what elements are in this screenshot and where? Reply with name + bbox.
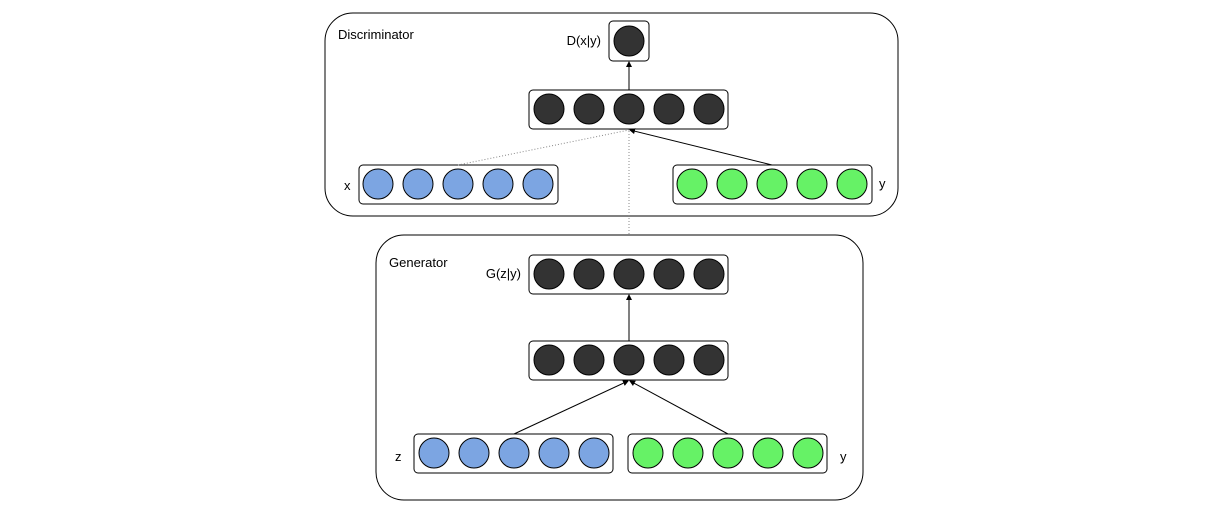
- generator-output-node: [573, 258, 605, 290]
- generator-output-node: [533, 258, 565, 290]
- generator-z-input-layer: [418, 437, 610, 469]
- discriminator-hidden-node: [533, 93, 565, 125]
- discriminator-x-node: [522, 168, 554, 200]
- generator-z-node: [498, 437, 530, 469]
- discriminator-hidden-node: [653, 93, 685, 125]
- discriminator-y-node: [836, 168, 868, 200]
- discriminator-x-node: [402, 168, 434, 200]
- generator-y-node: [672, 437, 704, 469]
- generator-hidden-layer: [533, 344, 725, 376]
- generator-title: Generator: [389, 255, 448, 270]
- discriminator-x-node: [362, 168, 394, 200]
- discriminator-x-label: x: [344, 178, 351, 193]
- discriminator-output-label: D(x|y): [567, 33, 601, 48]
- discriminator-y-node: [716, 168, 748, 200]
- generator-output-label: G(z|y): [486, 266, 521, 281]
- generator-z-node: [458, 437, 490, 469]
- generator-y-node: [792, 437, 824, 469]
- generator-y-label: y: [840, 449, 847, 464]
- generator-z-node: [578, 437, 610, 469]
- discriminator-x-node: [482, 168, 514, 200]
- discriminator-y-to-hidden-arrow: [629, 128, 773, 166]
- generator-hidden-node: [533, 344, 565, 376]
- generator-output-node: [693, 258, 725, 290]
- generator-y-node: [632, 437, 664, 469]
- discriminator-hidden-node: [573, 93, 605, 125]
- discriminator-output-node: [613, 25, 645, 57]
- generator-y-node: [712, 437, 744, 469]
- discriminator-hidden-node: [613, 93, 645, 125]
- discriminator-panel: Discriminator D(x|y) x: [324, 12, 899, 217]
- generator-panel: Generator G(z|y) z: [375, 234, 864, 501]
- generator-hidden-node: [693, 344, 725, 376]
- discriminator-y-input-layer: [676, 168, 868, 200]
- generator-z-to-hidden-arrow: [513, 380, 629, 435]
- generator-hidden-node: [573, 344, 605, 376]
- discriminator-hidden-node: [693, 93, 725, 125]
- generator-output-layer: [533, 258, 725, 290]
- generator-y-to-hidden-arrow: [629, 380, 729, 435]
- generator-y-node: [752, 437, 784, 469]
- generator-y-input-layer: [632, 437, 824, 469]
- discriminator-x-input-layer: [362, 168, 554, 200]
- generator-z-label: z: [395, 449, 402, 464]
- generator-hidden-node: [653, 344, 685, 376]
- generator-hidden-node: [613, 344, 645, 376]
- discriminator-hidden-layer: [533, 93, 725, 125]
- discriminator-y-node: [796, 168, 828, 200]
- generator-z-node: [538, 437, 570, 469]
- discriminator-y-node: [676, 168, 708, 200]
- discriminator-y-node: [756, 168, 788, 200]
- generator-output-node: [613, 258, 645, 290]
- discriminator-x-to-hidden-dotted-line: [457, 129, 630, 166]
- discriminator-x-node: [442, 168, 474, 200]
- generator-output-node: [653, 258, 685, 290]
- generator-z-node: [418, 437, 450, 469]
- discriminator-y-label: y: [879, 176, 886, 191]
- discriminator-title: Discriminator: [338, 27, 415, 42]
